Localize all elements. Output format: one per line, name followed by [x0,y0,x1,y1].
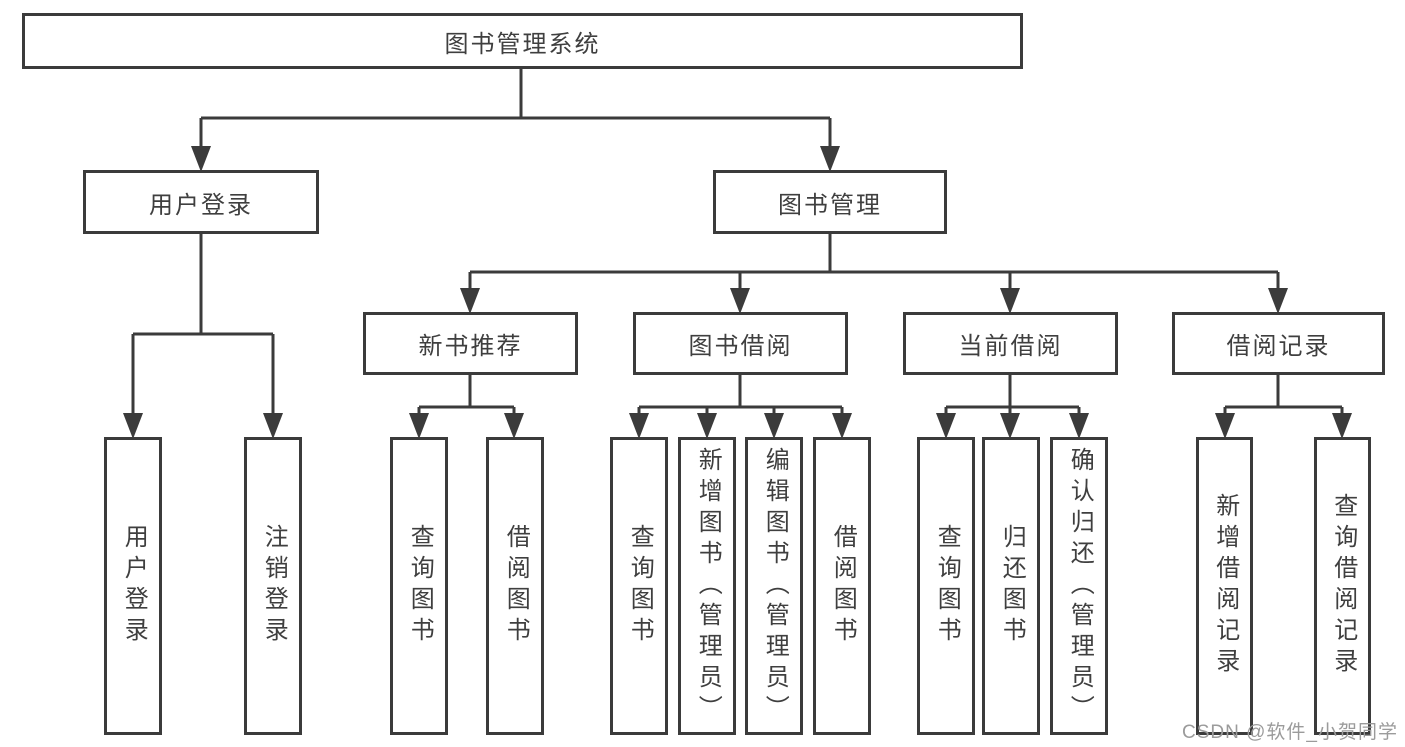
node-label: 编辑图书（管理员） [761,446,789,726]
node-new-book-recommendation: 新书推荐 [363,312,578,375]
leaf-add-book-admin: 新增图书（管理员） [678,437,736,735]
node-label: 新增借阅记录 [1211,493,1239,679]
leaf-user-login: 用户登录 [104,437,162,735]
watermark: CSDN @软件_小贺同学 [1182,722,1398,743]
node-label: 借阅图书 [502,524,530,648]
leaf-add-borrow-record: 新增借阅记录 [1196,437,1253,735]
node-label: 新增图书（管理员） [694,446,722,726]
leaf-query-books-1: 查询图书 [390,437,448,735]
node-label: 归还图书 [998,524,1026,648]
node-label: 查询图书 [406,524,434,648]
leaf-edit-book-admin: 编辑图书（管理员） [745,437,803,735]
node-library-management-system: 图书管理系统 [22,13,1023,69]
node-label: 图书管理系统 [444,30,601,58]
node-user-login-branch: 用户登录 [83,170,319,234]
node-book-management-branch: 图书管理 [713,170,947,234]
leaf-confirm-return-admin: 确认归还（管理员） [1050,437,1108,735]
node-label: 借阅记录 [1226,333,1331,360]
leaf-query-books-2: 查询图书 [610,437,668,735]
node-book-borrowing: 图书借阅 [633,312,848,375]
leaf-return-book: 归还图书 [982,437,1040,735]
node-label: 确认归还（管理员） [1066,446,1094,726]
node-label: 图书借阅 [688,333,793,360]
leaf-borrow-books-2: 借阅图书 [813,437,871,735]
node-label: 查询图书 [933,524,961,648]
node-label: 注销登录 [260,524,288,648]
node-label: 当前借阅 [958,333,1063,360]
node-current-borrowing: 当前借阅 [903,312,1118,375]
node-label: 查询图书 [626,524,654,648]
leaf-query-borrow-record: 查询借阅记录 [1314,437,1371,735]
node-label: 图书管理 [778,191,882,219]
node-label: 查询借阅记录 [1329,493,1357,679]
node-label: 新书推荐 [418,333,523,360]
leaf-query-books-3: 查询图书 [917,437,975,735]
leaf-borrow-books-1: 借阅图书 [486,437,544,735]
node-label: 用户登录 [149,191,253,219]
node-borrowing-records: 借阅记录 [1172,312,1385,375]
leaf-logout: 注销登录 [244,437,302,735]
node-label: 用户登录 [120,524,148,648]
node-label: 借阅图书 [829,524,857,648]
